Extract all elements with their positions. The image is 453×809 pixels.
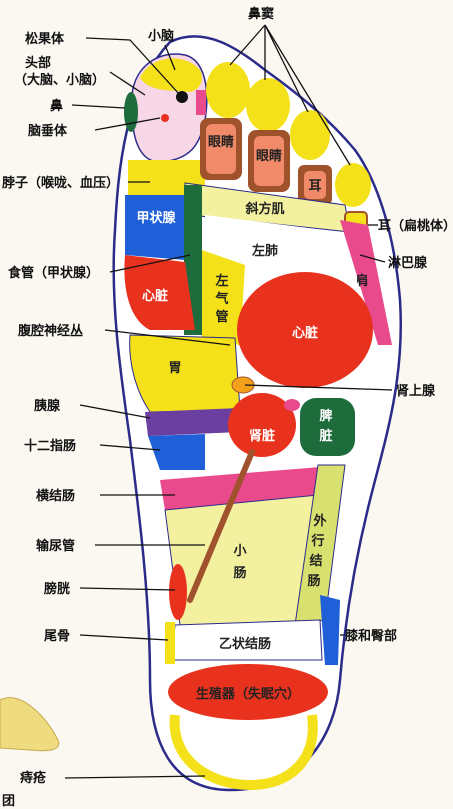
zone-heart-small-text: 心脏 <box>142 288 168 304</box>
zone-dc-t2: 行 <box>310 533 324 549</box>
label-corner: 团 <box>2 794 15 809</box>
label-nose: 鼻 <box>50 98 63 114</box>
stomach-zone <box>130 335 240 412</box>
label-head-1: 头部 <box>25 55 51 71</box>
zone-trachea-t3: 管 <box>215 309 228 325</box>
label-celiac: 腹腔神经丛 <box>18 323 83 339</box>
label-esophagus: 食管（甲状腺） <box>8 265 99 281</box>
label-duodenum: 十二指肠 <box>24 438 76 454</box>
lead-nose <box>72 105 125 108</box>
zone-eye1-text: 眼睛 <box>208 134 234 150</box>
label-knee-hip: 膝和臀部 <box>344 628 397 644</box>
small-intestine-zone <box>165 495 318 625</box>
toe-3 <box>246 78 290 132</box>
zone-si-t2: 肠 <box>233 566 246 581</box>
toe-4 <box>290 110 330 160</box>
zone-sigmoid-text: 乙状结肠 <box>219 636 271 652</box>
zone-spleen-t2: 脏 <box>319 428 332 444</box>
zone-trachea-t2: 气 <box>215 291 228 307</box>
label-pineal: 松果体 <box>25 31 65 47</box>
label-sinus: 鼻窦 <box>248 6 274 22</box>
label-cerebellum: 小脑 <box>148 28 174 44</box>
zone-stomach-text: 胃 <box>168 361 181 376</box>
toe-5 <box>335 163 371 207</box>
label-neck: 脖子（喉咙、血压） <box>2 175 119 191</box>
zone-heart-big-text: 心脏 <box>292 325 318 341</box>
thyroid-zone <box>125 195 185 260</box>
nose-zone <box>124 92 138 132</box>
label-bladder: 膀胱 <box>43 581 70 597</box>
label-coccyx: 尾骨 <box>44 629 70 644</box>
label-adrenal: 肾上腺 <box>396 383 436 399</box>
zone-dc-t3: 结 <box>309 553 322 569</box>
zone-trachea-t1: 左 <box>215 273 228 289</box>
label-pituitary: 脑垂体 <box>28 123 68 139</box>
toe-red-strip <box>196 90 206 115</box>
zone-trapezius-text: 斜方肌 <box>244 201 284 217</box>
pancreas-zone <box>145 408 240 436</box>
label-head-2: （大脑、小脑） <box>14 72 105 88</box>
zone-dc-t1: 外 <box>312 513 326 529</box>
label-pancreas: 胰腺 <box>34 398 61 414</box>
zone-ear-text: 耳 <box>308 179 321 194</box>
zone-si-t1: 小 <box>233 544 246 559</box>
zone-left-lung-text: 左肺 <box>252 243 278 259</box>
label-hemorrhoids: 痔疮 <box>20 770 47 786</box>
label-ureter: 输尿管 <box>36 538 75 554</box>
label-transverse-colon: 横结肠 <box>36 488 75 504</box>
coccyx-zone <box>165 622 175 664</box>
label-ear-tonsil: 耳（扁桃体） <box>378 218 453 234</box>
zone-kidney-text: 肾脏 <box>249 428 275 444</box>
bladder-zone <box>169 564 187 620</box>
small-foot-illustration <box>0 698 59 751</box>
zone-thyroid-text: 甲状腺 <box>136 210 176 226</box>
kidney-pink-dot <box>284 399 300 411</box>
toe-2 <box>206 62 250 118</box>
zone-spleen-t1: 脾 <box>319 408 332 424</box>
zone-eye2-text: 眼睛 <box>256 148 282 164</box>
zone-dc-t4: 肠 <box>307 574 320 589</box>
label-lymph: 淋巴腺 <box>388 255 428 271</box>
spleen-zone <box>300 398 355 456</box>
pituitary-dot <box>161 114 169 122</box>
zone-genitals-text: 生殖器（失眠穴） <box>196 686 300 702</box>
